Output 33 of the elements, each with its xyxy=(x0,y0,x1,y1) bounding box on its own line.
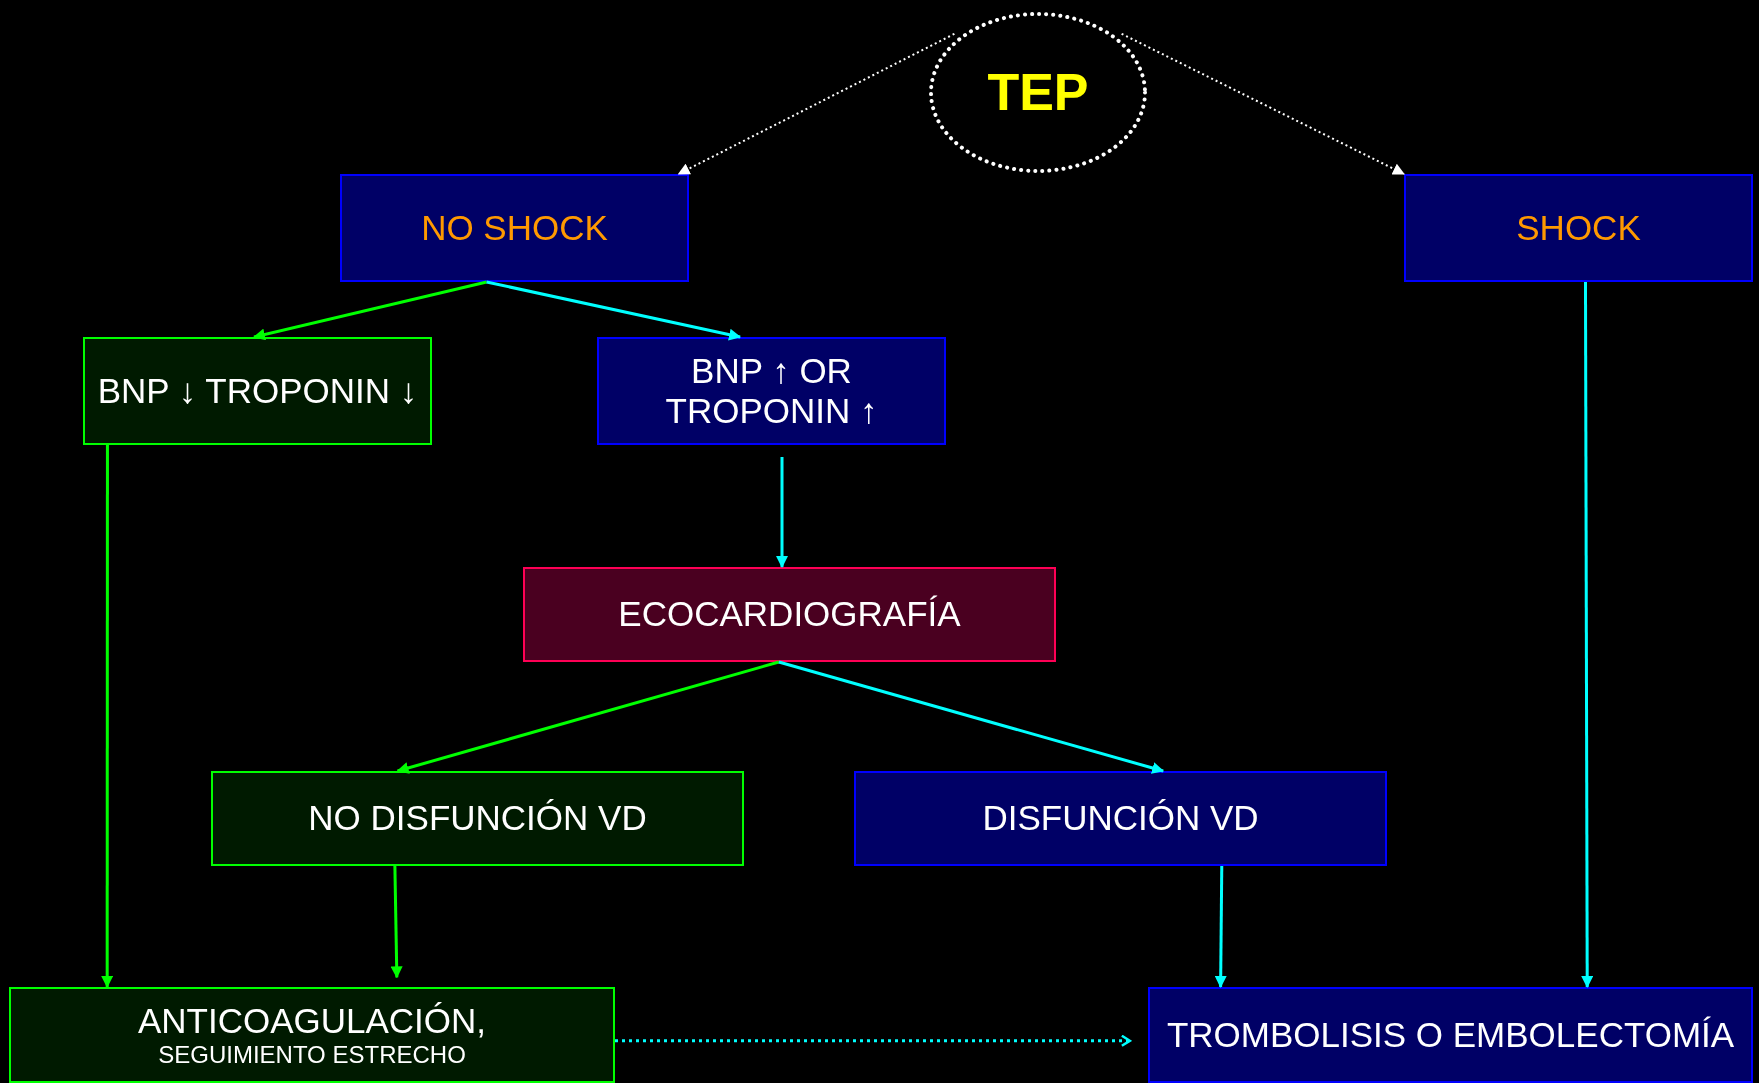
process-box xyxy=(9,987,615,1083)
arrow xyxy=(253,280,487,341)
arrow xyxy=(396,660,780,774)
start-ellipse xyxy=(928,11,1148,174)
arrow xyxy=(390,865,403,979)
arrow xyxy=(677,32,956,175)
node-label: BNP ↑ OR TROPONIN ↑ xyxy=(664,350,879,432)
node-label: SHOCK xyxy=(1515,207,1642,249)
node-label: ECOCARDIOGRAFÍA xyxy=(617,594,962,635)
process-box xyxy=(523,567,1056,662)
arrow xyxy=(776,456,789,568)
node-label: DISFUNCIÓN VD xyxy=(981,798,1260,839)
node-label: TEP xyxy=(986,62,1090,123)
arrow xyxy=(1581,282,1594,988)
arrow xyxy=(486,280,742,341)
arrow xyxy=(615,1034,1132,1047)
node-label: ANTICOAGULACIÓN, xyxy=(136,1001,488,1042)
arrow xyxy=(101,445,114,988)
process-box xyxy=(83,337,432,445)
arrow xyxy=(1120,32,1405,175)
process-box xyxy=(211,771,744,866)
node-label: NO SHOCK xyxy=(420,207,609,249)
node-label: TROMBOLISIS O EMBOLECTOMÍA xyxy=(1165,1014,1736,1056)
process-box xyxy=(1404,174,1753,282)
arrow xyxy=(778,660,1165,774)
process-box xyxy=(1148,987,1753,1083)
node-label: BNP ↓ TROPONIN ↓ xyxy=(96,370,419,412)
process-box xyxy=(854,771,1387,866)
node-label: SEGUIMIENTO ESTRECHO xyxy=(157,1041,467,1069)
arrow xyxy=(1214,866,1227,988)
process-box xyxy=(597,337,946,445)
process-box xyxy=(340,174,689,282)
node-label: NO DISFUNCIÓN VD xyxy=(307,798,648,839)
